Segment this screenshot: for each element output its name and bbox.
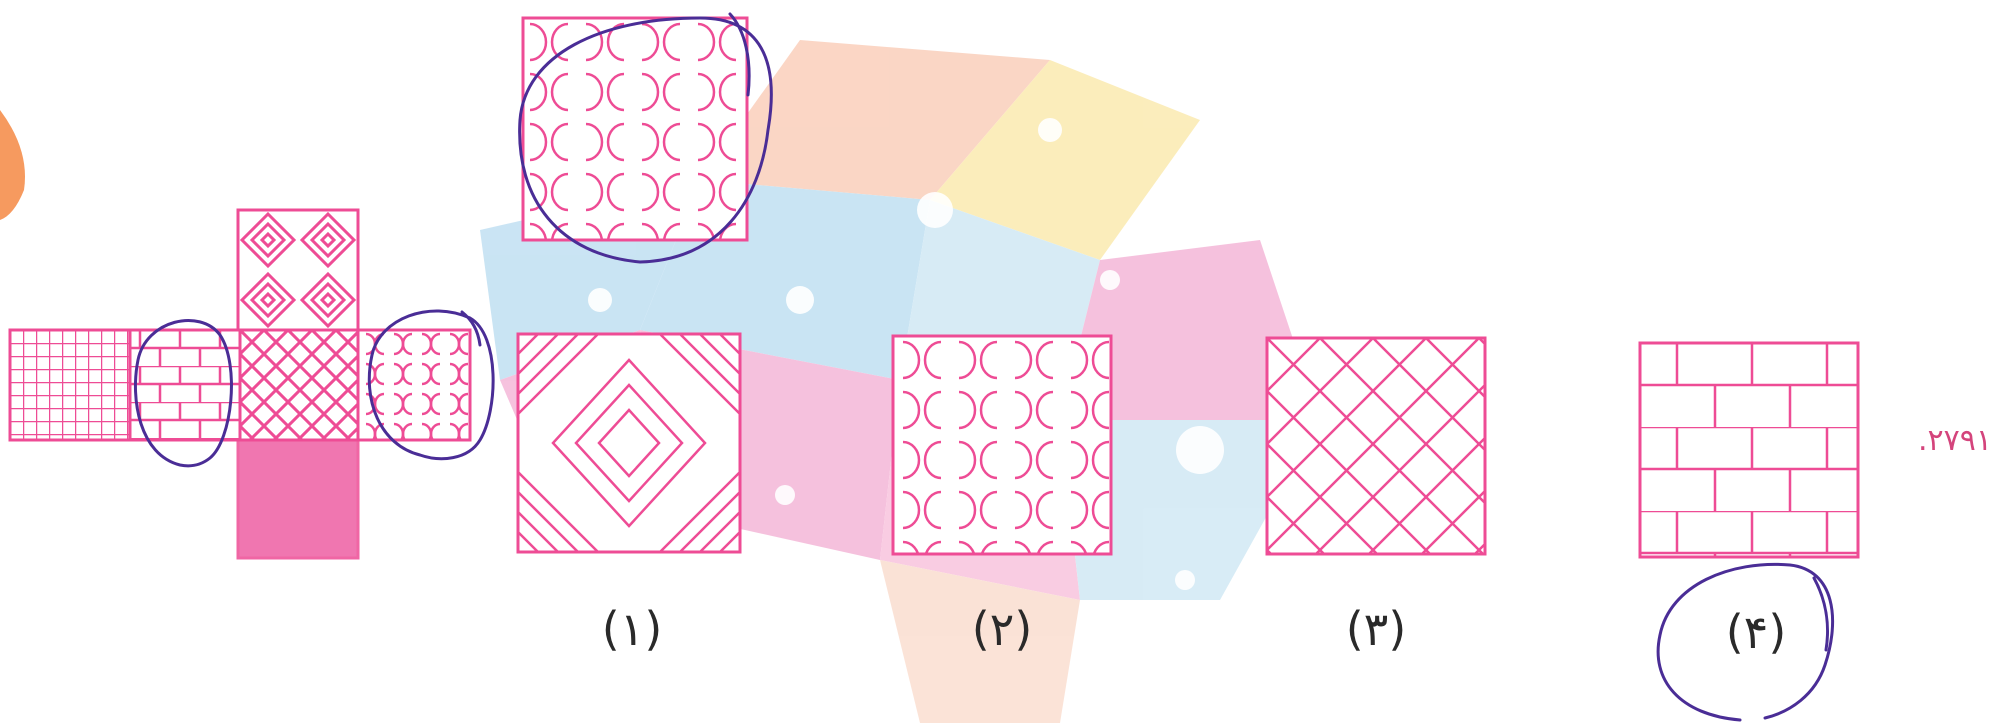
option-3-cube[interactable] bbox=[1265, 336, 1487, 556]
cube-net bbox=[8, 208, 472, 560]
handwritten-annotations bbox=[134, 12, 1835, 722]
net-face-crosshatch bbox=[238, 328, 360, 442]
arc-tile-top bbox=[521, 16, 749, 242]
option-3-label[interactable]: (۳) bbox=[1346, 602, 1407, 656]
option-4-label[interactable]: (۴) bbox=[1726, 605, 1787, 659]
circle-net-arcs bbox=[367, 309, 495, 461]
orange-blob-decoration bbox=[0, 110, 25, 220]
net-face-solid bbox=[236, 438, 360, 560]
option-2-label[interactable]: (۲) bbox=[972, 602, 1033, 656]
circle-option-4 bbox=[1656, 562, 1835, 722]
question-number: .۲۷۹۱ bbox=[1918, 423, 1992, 458]
net-face-arcs bbox=[356, 328, 472, 442]
net-face-brick bbox=[128, 328, 242, 442]
net-face-top bbox=[236, 208, 360, 332]
option-1-cube[interactable] bbox=[516, 332, 742, 554]
circle-arc-tile bbox=[518, 12, 773, 264]
watermark-nodes bbox=[588, 118, 1224, 590]
circle-net-brick bbox=[134, 319, 233, 468]
option-1-label[interactable]: (۱) bbox=[602, 602, 663, 656]
net-face-grid bbox=[8, 328, 132, 442]
option-2-cube[interactable] bbox=[891, 334, 1113, 556]
option-4-cube[interactable] bbox=[1638, 341, 1860, 559]
